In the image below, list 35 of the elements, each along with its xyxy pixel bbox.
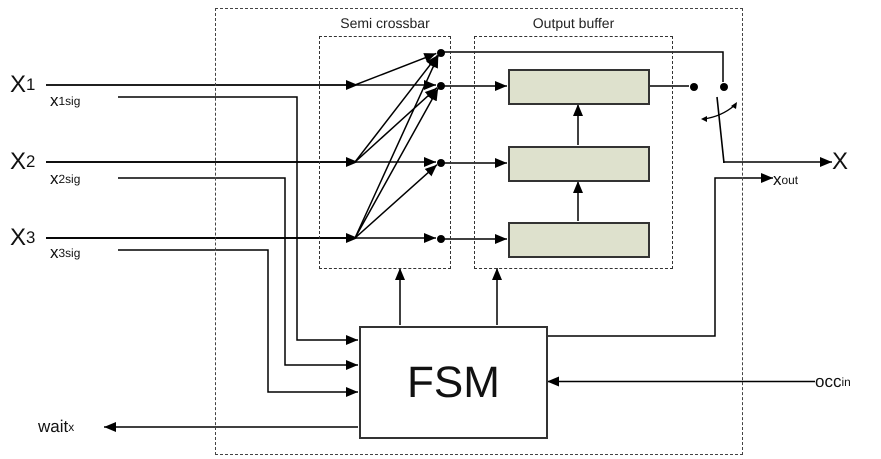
arrow: [492, 268, 502, 325]
arrow: [444, 158, 507, 168]
arrow: [46, 233, 436, 243]
dashed-boundary: [215, 8, 743, 455]
arrow: [547, 376, 815, 386]
junction-dot: [437, 159, 445, 167]
arrow: [444, 234, 507, 244]
connector-line: [444, 51, 724, 82]
buffer-register: [508, 146, 650, 182]
buffer-register: [508, 69, 650, 105]
arrow: [547, 173, 773, 337]
arrow: [118, 249, 358, 397]
group-title: Semi crossbar: [339, 16, 431, 30]
arrow: [118, 177, 358, 370]
arrow: [722, 157, 832, 167]
signal-label: X: [832, 148, 862, 176]
group-title: Output buffer: [532, 16, 616, 30]
junction-dot: [720, 83, 728, 91]
process-box: FSM: [359, 326, 548, 439]
junction-dot: [690, 83, 698, 91]
arrow: [46, 157, 436, 167]
arrow: [104, 422, 358, 432]
junction-dot: [437, 235, 445, 243]
arrow: [118, 96, 358, 345]
dashed-group: [474, 15, 673, 269]
junction-dot: [437, 49, 445, 57]
junction-dot: [437, 82, 445, 90]
arrow: [46, 80, 436, 90]
arrow: [395, 268, 405, 325]
buffer-register: [508, 222, 650, 258]
arrow: [573, 181, 583, 221]
arrow: [573, 104, 583, 145]
dashed-group: [319, 15, 451, 269]
connector-line: [649, 85, 689, 87]
arrow: [444, 81, 507, 91]
